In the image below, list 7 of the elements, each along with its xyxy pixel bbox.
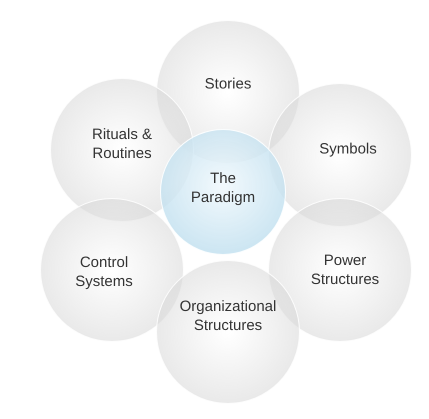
- circle-label: Power Structures: [310, 251, 380, 289]
- circle-label: The Paradigm: [190, 169, 256, 207]
- circle-label: Organizational Structures: [178, 297, 278, 335]
- circle-label: Rituals & Routines: [90, 125, 154, 163]
- circle-label: Control Systems: [74, 253, 134, 291]
- circle-label: Symbols: [318, 140, 378, 158]
- circle-label: Stories: [204, 74, 252, 94]
